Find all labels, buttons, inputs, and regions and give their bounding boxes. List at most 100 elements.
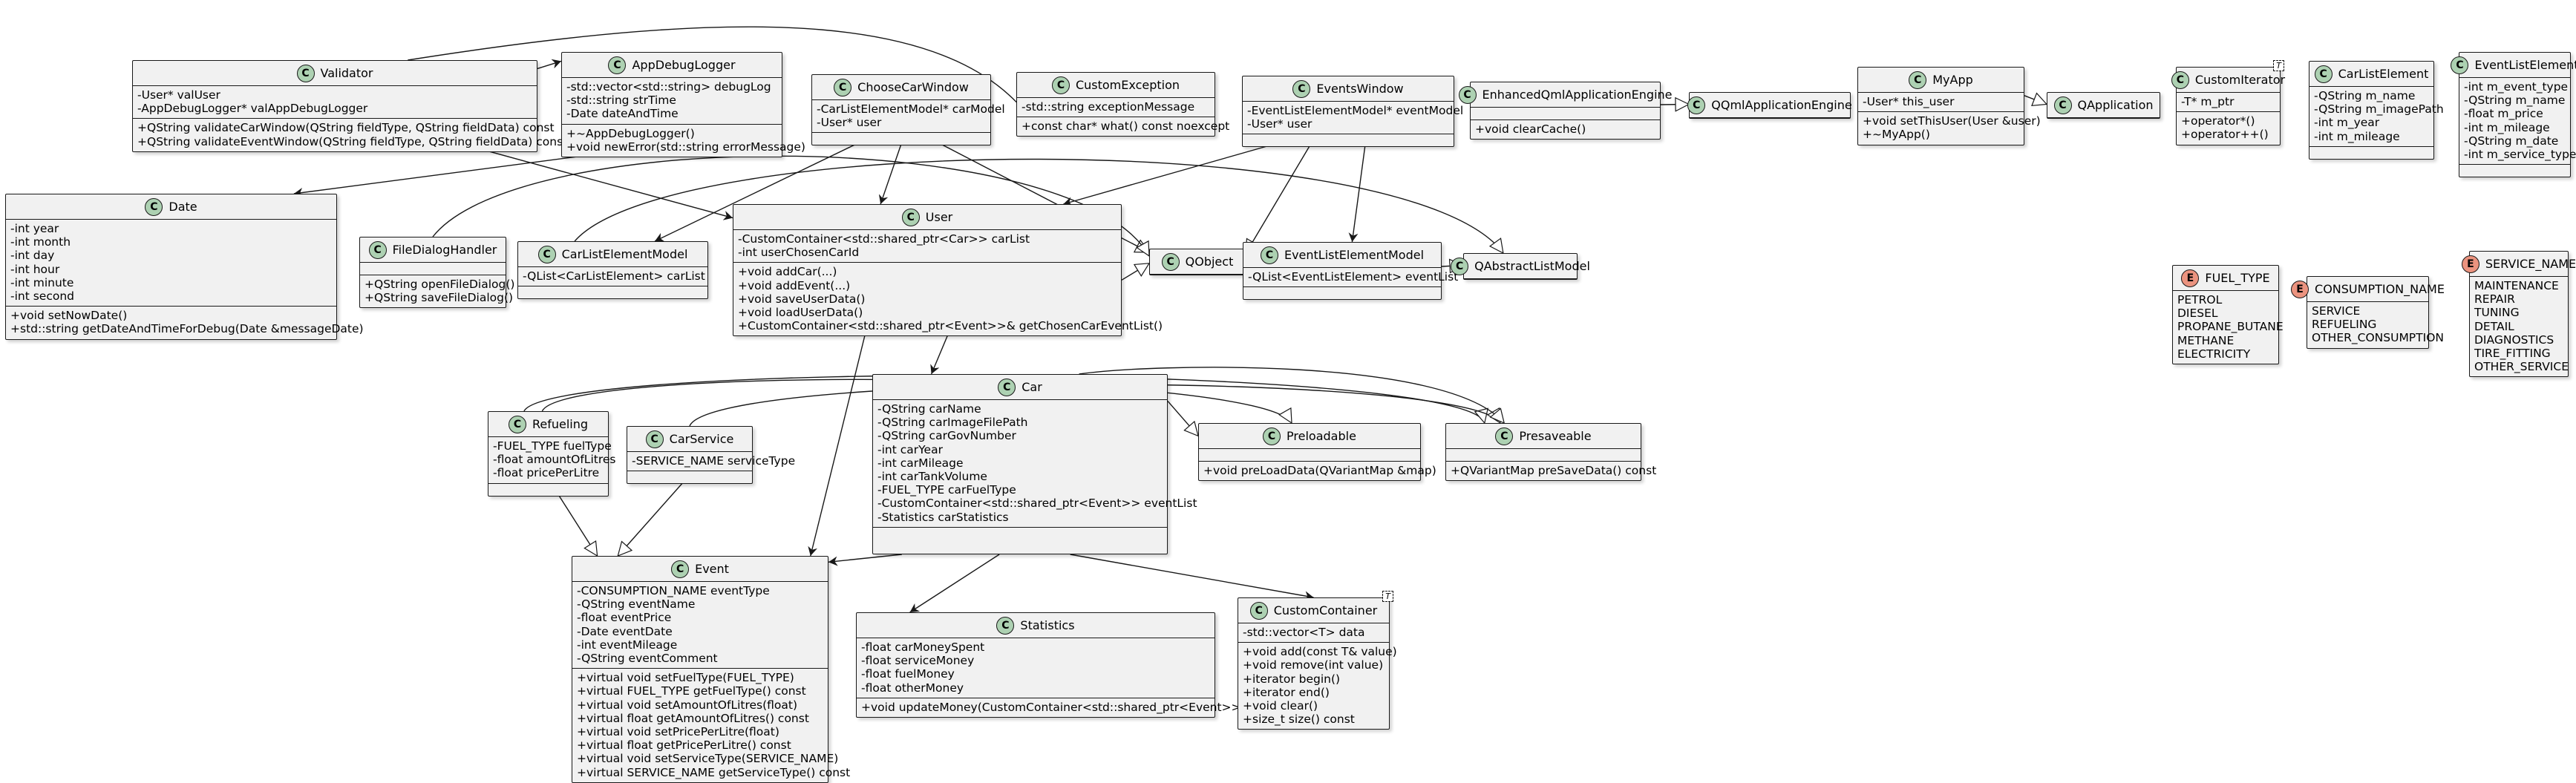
association-edge-car-to-event (828, 554, 902, 566)
method: +CustomContainer<std::shared_ptr<Event>>… (738, 319, 1163, 333)
attributes-section: -CONSUMPTION_NAME eventType-QString even… (572, 582, 828, 669)
association-edge-events-window-to-event-list-element-model (1348, 145, 1366, 243)
methods-section: +QString validateCarWindow(QString field… (133, 119, 567, 151)
attribute: -CustomContainer<std::shared_ptr<Event>>… (877, 497, 1197, 511)
attribute: -float amountOfLitres (493, 453, 616, 467)
association-edge-choose-car-window-to-car-list-element-model (654, 143, 857, 242)
attribute: -int month (10, 235, 71, 249)
attribute: -float carMoneySpent (861, 641, 985, 654)
attribute: -int carYear (877, 442, 943, 456)
inheritance-edge-events-window-to-qobject (1246, 145, 1311, 254)
class-name: CustomException (1075, 78, 1180, 92)
attribute: -int m_event_type (2464, 80, 2569, 94)
attribute: -float m_price (2464, 107, 2543, 121)
class-name: Validator (320, 66, 373, 80)
class-marker-icon: C (1458, 85, 1477, 104)
association-edge-events-window-to-user (1063, 145, 1270, 206)
method: +void addEvent(...) (738, 278, 851, 292)
method: +virtual float getPricePerLitre() const (577, 738, 791, 753)
inheritance-edge-car-to-presaveable (1079, 367, 1505, 423)
methods-section: +~AppDebugLogger()+void newError(std::st… (562, 125, 805, 157)
attributes-section: -User* valUser-AppDebugLogger* valAppDeb… (133, 86, 537, 119)
method: +void setNowDate() (10, 309, 128, 323)
method: +std::string getDateAndTimeForDebug(Date… (10, 322, 364, 336)
methods-section (873, 528, 1167, 540)
association-edge-user-to-event (808, 318, 870, 557)
attribute: -FUEL_TYPE carFuelType (877, 483, 1016, 497)
class-name: FUEL_TYPE (2205, 271, 2270, 285)
enum-marker-icon: E (2291, 280, 2309, 298)
attribute: -float otherMoney (861, 681, 964, 695)
method: +virtual void setPricePerLitre(float) (577, 725, 779, 739)
methods-section: +QString openFileDialog()+QString saveFi… (360, 275, 515, 307)
attribute: -CONSUMPTION_NAME eventType (577, 584, 770, 597)
enum-value: METHANE (2177, 333, 2235, 347)
enum-value: MAINTENANCE (2474, 279, 2559, 292)
association-edge-car-to-custom-container (1070, 554, 1314, 601)
methods-section (1243, 134, 1454, 146)
attribute: -std::vector<std::string> debugLog (566, 80, 771, 94)
enum-value: PETROL (2177, 293, 2223, 307)
methods-section: +void clearCache() (1471, 120, 1660, 139)
attribute: -Date eventDate (577, 624, 673, 638)
method: +QString saveFileDialog() (365, 291, 514, 305)
class-marker-icon: C (1495, 427, 1514, 445)
class-name: CustomContainer (1273, 603, 1378, 617)
inheritance-edge-validator-to-custom-exception (408, 26, 1040, 133)
method: +void remove(int value) (1243, 658, 1384, 672)
class-marker-icon: C (996, 616, 1015, 635)
class-name: Preloadable (1287, 429, 1356, 443)
methods-section (2309, 147, 2433, 159)
enum-value: OTHER_SERVICE (2474, 360, 2569, 374)
attribute: -User* user (817, 116, 882, 130)
enum-value: OTHER_CONSUMPTION (2312, 331, 2444, 345)
methods-section: +void updateMoney(CustomContainer<std::s… (857, 698, 1246, 717)
attribute: -Statistics carStatistics (877, 510, 1009, 524)
attributes-section: -CustomContainer<std::shared_ptr<Car>> c… (733, 230, 1121, 263)
attribute: -std::string strTime (566, 94, 676, 108)
attributes-section: -QString carName-QString carImageFilePat… (873, 400, 1197, 528)
methods-section: +virtual void setFuelType(FUEL_TYPE)+vir… (572, 669, 850, 782)
enum-value: ELECTRICITY (2177, 347, 2251, 361)
method: +const char* what() const noexcept (1021, 119, 1230, 134)
class-marker-icon: C (1687, 96, 1706, 114)
enum-value: DIAGNOSTICS (2474, 332, 2554, 347)
attribute: -QString carName (877, 402, 981, 416)
method: +virtual FUEL_TYPE getFuelType() const (577, 684, 806, 698)
method: +QString openFileDialog() (365, 278, 515, 291)
class-name: EventsWindow (1316, 82, 1404, 96)
attribute: -QString carImageFilePath (877, 416, 1028, 430)
attributes-section: -std::string exceptionMessage (1017, 98, 1215, 118)
attribute: -FUEL_TYPE fuelType (493, 439, 612, 453)
